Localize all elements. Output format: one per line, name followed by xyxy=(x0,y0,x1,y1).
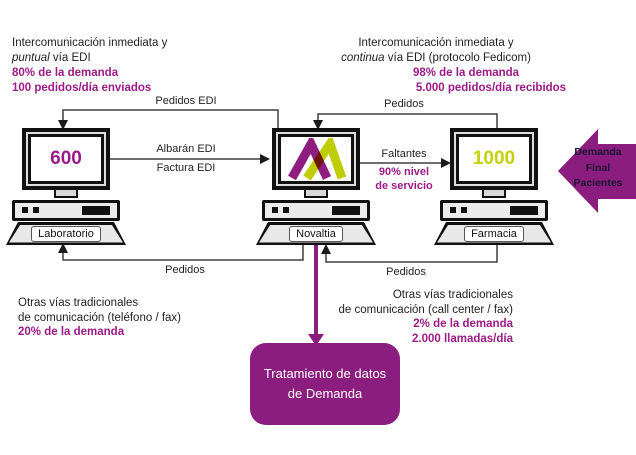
demanda-line1: Demanda xyxy=(574,146,622,158)
novaltia-keyboard: Novaltia xyxy=(256,222,376,245)
top-right-line2-rest: vía EDI (protocolo Fedicom) xyxy=(384,52,531,64)
top-left-line2-italic: puntual xyxy=(12,52,50,64)
pedidos-bottom-left-label: Pedidos xyxy=(165,264,205,276)
nivel-servicio-line2: de servicio xyxy=(375,180,433,192)
top-left-line1: Intercomunicación inmediata y xyxy=(12,37,168,49)
laboratorio-screen: 600 xyxy=(28,134,104,184)
pedidos-bottom-left-arrowhead-icon xyxy=(58,243,68,253)
novaltia-cpu xyxy=(262,200,370,221)
pedidos-bottom-left-connector xyxy=(62,244,304,261)
cpu-button-icon xyxy=(22,207,28,213)
pedidos-top-arrowhead-icon xyxy=(313,120,323,130)
bottom-left-stat1: 20% de la demanda xyxy=(18,326,125,338)
farmacia-screen-value: 1000 xyxy=(472,148,516,169)
farmacia-monitor-stand xyxy=(482,190,506,198)
bottom-right-annotation: Otras vías tradicionales de comunicación… xyxy=(330,288,514,346)
pedidos-top-connector xyxy=(317,113,498,133)
demand-data-arrowhead-icon xyxy=(308,334,324,346)
top-right-line2: continua vía EDI (protocolo Fedicom) xyxy=(302,51,570,66)
laboratorio-monitor: 600 xyxy=(22,128,110,190)
top-right-line1: Intercomunicación inmediata y xyxy=(358,37,514,49)
farmacia-keyboard: Farmacia xyxy=(434,222,554,245)
bottom-left-line2: de comunicación (teléfono / fax) xyxy=(18,311,182,324)
pedidos-edi-connector xyxy=(62,109,279,133)
farmacia-label: Farmacia xyxy=(464,225,524,242)
pedidos-bottom-right-label: Pedidos xyxy=(386,266,426,278)
factura-edi-label: Factura EDI xyxy=(156,162,216,174)
laboratorio-cpu xyxy=(12,200,120,221)
pedidos-top-label: Pedidos xyxy=(384,98,424,110)
farmacia-computer: 1000 Farmacia xyxy=(434,128,554,245)
demanda-final-arrow-icon xyxy=(558,129,636,213)
pedidos-edi-arrowhead-icon xyxy=(58,120,68,130)
farmacia-cpu xyxy=(440,200,548,221)
laboratorio-screen-value: 600 xyxy=(50,148,82,169)
top-left-line2-rest: vía EDI xyxy=(49,52,91,64)
cpu-drive-slot-icon xyxy=(510,206,538,215)
laboratorio-label: Laboratorio xyxy=(31,225,101,242)
cpu-button-icon xyxy=(283,207,289,213)
novaltia-n-logo-icon xyxy=(288,138,347,180)
cpu-button-icon xyxy=(33,207,39,213)
cpu-drive-slot-icon xyxy=(82,206,110,215)
bottom-right-stat1: 2% de la demanda xyxy=(413,318,513,330)
bottom-right-line2: de comunicación (call center / fax) xyxy=(338,303,514,316)
tratamiento-datos-box: Tratamiento de datos de Demanda xyxy=(250,343,400,425)
bottom-right-stat2: 2.000 llamadas/día xyxy=(411,332,513,345)
demanda-line3: Pacientes xyxy=(573,177,623,189)
laboratorio-computer: 600 Laboratorio xyxy=(6,128,126,245)
top-left-stat2: 100 pedidos/día enviados xyxy=(12,82,152,94)
cpu-button-icon xyxy=(461,207,467,213)
novaltia-computer: Novaltia xyxy=(256,128,376,245)
process-box-line2: de Demanda xyxy=(287,386,363,401)
albaran-factura-arrowhead-icon xyxy=(260,154,270,164)
top-right-line2-italic: continua xyxy=(341,52,385,64)
novaltia-screen xyxy=(278,134,354,184)
top-left-line2: puntual vía EDI xyxy=(12,51,252,66)
faltantes-label: Faltantes xyxy=(381,148,427,160)
cpu-button-icon xyxy=(272,207,278,213)
demanda-line2: Final xyxy=(585,161,611,174)
albaran-edi-label: Albarán EDI xyxy=(156,143,216,155)
top-left-stat1: 80% de la demanda xyxy=(12,67,119,79)
demanda-final-pacientes-text: Demanda Final Pacientes xyxy=(566,145,630,192)
novaltia-monitor-stand xyxy=(304,190,328,198)
farmacia-screen: 1000 xyxy=(456,134,532,184)
novaltia-label: Novaltia xyxy=(289,225,343,242)
pedidos-bottom-right-arrowhead-icon xyxy=(321,244,331,254)
farmacia-monitor: 1000 xyxy=(450,128,538,190)
bottom-left-line1: Otras vías tradicionales xyxy=(18,297,139,309)
bottom-left-annotation: Otras vías tradicionales de comunicación… xyxy=(18,296,181,340)
cpu-drive-slot-icon xyxy=(332,206,360,215)
process-box-line1: Tratamiento de datos xyxy=(263,366,387,381)
laboratorio-monitor-stand xyxy=(54,190,78,198)
top-right-stat2: 5.000 pedidos/día recibidos xyxy=(415,82,567,94)
pedidos-bottom-right-connector xyxy=(325,244,498,263)
faltantes-arrowhead-icon xyxy=(441,158,451,168)
cpu-button-icon xyxy=(450,207,456,213)
bottom-right-line1: Otras vías tradicionales xyxy=(392,289,513,301)
top-left-annotation: Intercomunicación inmediata y puntual ví… xyxy=(12,36,252,96)
pedidos-edi-label: Pedidos EDI xyxy=(155,95,217,107)
laboratorio-keyboard: Laboratorio xyxy=(6,222,126,245)
top-right-annotation: Intercomunicación inmediata y continua v… xyxy=(302,36,570,96)
nivel-servicio-line1: 90% nivel xyxy=(378,166,430,178)
novaltia-monitor xyxy=(272,128,360,190)
top-right-stat1: 98% de la demanda xyxy=(412,67,520,79)
